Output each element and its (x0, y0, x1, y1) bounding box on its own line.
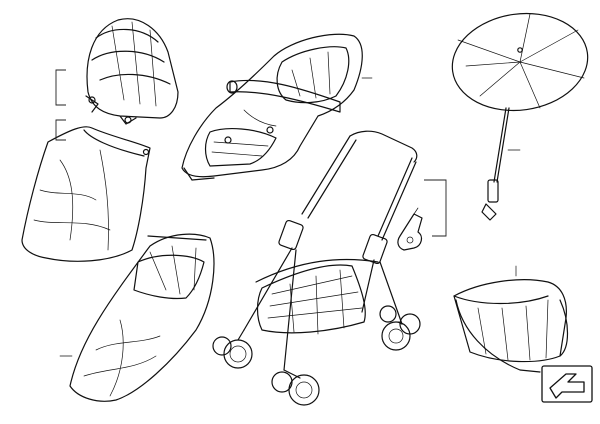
stroller-seat-icon[interactable] (181, 33, 363, 181)
canopy-bracket (55, 69, 66, 106)
footmuff-icon[interactable] (21, 126, 151, 262)
stroller-frame-icon[interactable] (212, 130, 421, 406)
parasol-icon[interactable] (446, 5, 594, 221)
arrow-link-icon[interactable] (541, 365, 593, 403)
bag-icon[interactable] (453, 279, 569, 373)
bracket-leader (424, 179, 447, 237)
sleeping-bag-icon[interactable] (69, 233, 215, 402)
bracket-icon[interactable] (397, 207, 423, 251)
footmuff-bracket (55, 119, 66, 141)
canopy-hood-icon[interactable] (85, 18, 179, 125)
